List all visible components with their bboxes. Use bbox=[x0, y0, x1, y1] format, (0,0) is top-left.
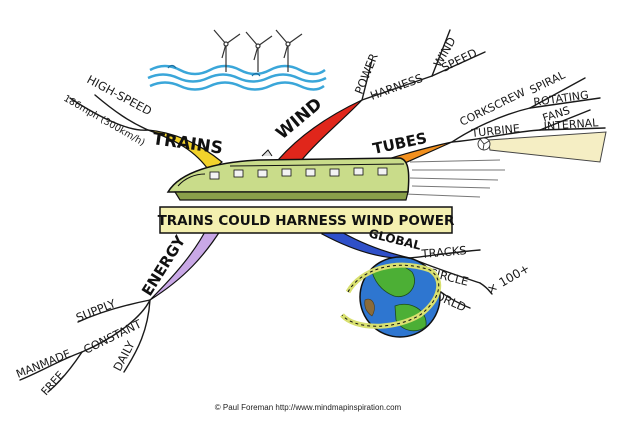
energy-constant: CONSTANT bbox=[81, 316, 144, 356]
credit-text: © Paul Foreman http://www.mindmapinspira… bbox=[215, 403, 402, 412]
tubes-internal: INTERNAL bbox=[543, 116, 599, 133]
wind-farm-illustration bbox=[147, 29, 327, 91]
fan-icon bbox=[477, 137, 491, 151]
sea-waves-icon bbox=[147, 64, 327, 91]
speed-lines bbox=[404, 159, 505, 198]
global-multiplier: × 100+ bbox=[485, 261, 533, 297]
wind-turbine-icon bbox=[275, 29, 303, 72]
global-branch: GLOBAL TRACKS CIRCLE WORLD × 100+ bbox=[340, 226, 533, 338]
bullet-train-icon bbox=[166, 149, 410, 201]
wind-harness: HARNESS bbox=[368, 71, 424, 103]
energy-branch: ENERGY SUPPLY CONSTANT MANMADE FREE DAIL… bbox=[14, 231, 189, 398]
fan-funnel-illustration bbox=[487, 131, 607, 163]
tubes-turbine: TURBINE bbox=[470, 122, 521, 140]
central-topic: TRAINS COULD HARNESS WIND POWER bbox=[158, 206, 455, 234]
wind-turbine-icon bbox=[213, 29, 241, 72]
wind-turbine-icon bbox=[245, 31, 273, 72]
trains-branch: TRAINS HIGH-SPEED 186mph (300km/h) bbox=[62, 72, 225, 158]
globe-icon bbox=[340, 256, 442, 338]
energy-free: FREE bbox=[39, 369, 67, 398]
energy-supply: SUPPLY bbox=[74, 296, 119, 325]
central-topic-text: TRAINS COULD HARNESS WIND POWER bbox=[158, 213, 455, 229]
trains-title: TRAINS bbox=[151, 129, 224, 159]
global-tracks: TRACKS bbox=[420, 243, 467, 261]
